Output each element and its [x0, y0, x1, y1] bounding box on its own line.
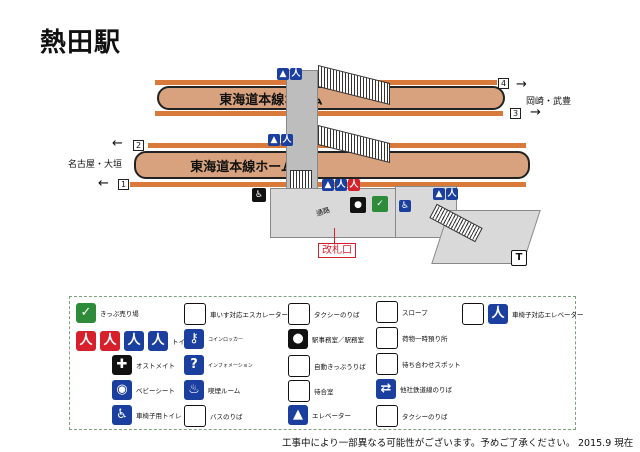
- elevator-icon: ▲: [322, 179, 334, 191]
- stairs-lower: [290, 170, 312, 190]
- legend-wheelchair-elevator: ♿ 人 車椅子対応エレベーター: [462, 303, 584, 325]
- elevator-icon: ▲: [268, 134, 280, 146]
- track-number-4: 4: [498, 78, 509, 89]
- information-icon: ?: [184, 355, 204, 375]
- escalator-icon: ♿: [184, 303, 206, 325]
- legend-elevator: ▲ エレベーター: [288, 405, 351, 425]
- footer-date: 2015.9 現在: [578, 438, 634, 449]
- track-number-2: 2: [133, 140, 144, 151]
- lower-platform: 東海道本線ホーム: [134, 151, 530, 179]
- legend-information: ? インフォメーション: [184, 355, 253, 375]
- gate-line: [334, 228, 335, 243]
- legend-waiting-room: ⌂ 待合室: [288, 380, 334, 402]
- legend-baby-seat: ◉ ベビーシート: [112, 380, 175, 400]
- ticket-machine-icon: ✓: [372, 196, 388, 212]
- toilet-icon: 人: [335, 179, 347, 191]
- elevator-icon: ▲: [288, 405, 308, 425]
- toilet-icon: 人: [446, 188, 458, 200]
- wheelchair-icon: ♿: [462, 303, 484, 325]
- destination-left: 名古屋・大垣: [68, 160, 123, 170]
- legend-slope: ♿ スロープ: [376, 301, 428, 323]
- lower-platform-label: 東海道本線ホーム: [190, 159, 294, 175]
- wheelchair-icon: ♿: [252, 188, 266, 202]
- taxi-icon: T: [511, 250, 527, 266]
- legend-auto-ticket: ▣ 自動きっぷうりば: [288, 355, 366, 377]
- toilet-male-icon: 人: [124, 331, 144, 351]
- legend-other-line: ⇄ 他社鉄道線のりば: [376, 379, 452, 399]
- legend-taxi: T タクシーのりば: [288, 303, 360, 325]
- track-number-1: 1: [118, 179, 129, 190]
- legend-escalator: ♿ 車いす対応エスカレーター: [184, 303, 288, 325]
- toilet-female-icon: 人: [100, 331, 120, 351]
- legend-toilet: 人 人 人 人 トイレ: [76, 331, 192, 351]
- bus-icon: B: [184, 405, 206, 427]
- legend-panel: ✓ きっぷ売り場 人 人 人 人 トイレ ✚ オストメイト ◉ ベビーシート ♿…: [69, 296, 584, 430]
- ostomate-icon: ✚: [112, 355, 132, 375]
- legend-ostomate: ✚ オストメイト: [112, 355, 175, 375]
- legend-bus: B バスのりば: [184, 405, 243, 427]
- arrow-left-icon: ←: [112, 136, 123, 151]
- arrow-right-icon: →: [530, 105, 541, 120]
- key-icon: ⚷: [184, 329, 204, 349]
- smoking-icon: ♨: [184, 380, 204, 400]
- ticket-vending-icon: ▣: [288, 355, 310, 377]
- legend-taxi-2: T タクシーのりば: [376, 405, 448, 427]
- legend-meeting-spot: ‖ 待ち合わせスポット: [376, 353, 461, 375]
- destination-right: 岡崎・武豊: [526, 97, 572, 107]
- elevator-people-icon: 人: [488, 304, 508, 324]
- luggage-icon: ▤: [376, 327, 398, 349]
- legend-station-office: ● 駅事務室／駅務室: [288, 329, 364, 349]
- track-number-3: 3: [510, 108, 521, 119]
- baby-seat-icon: ◉: [112, 380, 132, 400]
- station-office-icon: ●: [288, 329, 308, 349]
- toilet-female-icon: 人: [76, 331, 96, 351]
- meeting-spot-icon: ‖: [376, 353, 398, 375]
- footer-note: 工事中により一部異なる可能性がございます。予めご了承ください。: [282, 438, 576, 449]
- legend-ticket-sales: ✓ きっぷ売り場: [76, 303, 139, 323]
- elevator-icon: ▲: [277, 68, 289, 80]
- taxi-icon: T: [376, 405, 398, 427]
- legend-luggage: ▤ 荷物一時預り所: [376, 327, 448, 349]
- elevator-icon: ▲: [433, 188, 445, 200]
- taxi-icon: T: [288, 303, 310, 325]
- station-office-icon: ●: [350, 197, 366, 213]
- legend-smoking: ♨ 喫煙ルーム: [184, 380, 240, 400]
- track-3-rail: [155, 111, 503, 116]
- ticket-machine-icon: ✓: [76, 303, 96, 323]
- toilet-male-icon: 人: [148, 331, 168, 351]
- toilet-female-icon: 人: [348, 179, 360, 191]
- legend-wheelchair-toilet: ♿ 車椅子用トイレ: [112, 405, 182, 425]
- slope-icon: ♿: [376, 301, 398, 323]
- arrow-left-icon: ←: [98, 176, 109, 191]
- station-title: 熱田駅: [40, 28, 122, 58]
- wheelchair-toilet-icon: ♿: [112, 405, 132, 425]
- arrow-right-icon: →: [516, 77, 527, 92]
- waiting-room-icon: ⌂: [288, 380, 310, 402]
- other-railway-icon: ⇄: [376, 379, 396, 399]
- ticket-gate-label: 改札口: [318, 243, 356, 258]
- legend-coin-locker: ⚷ コインロッカー: [184, 329, 243, 349]
- toilet-icon: 人: [281, 134, 293, 146]
- toilet-icon: 人: [290, 68, 302, 80]
- wheelchair-toilet-icon: ♿: [399, 200, 411, 212]
